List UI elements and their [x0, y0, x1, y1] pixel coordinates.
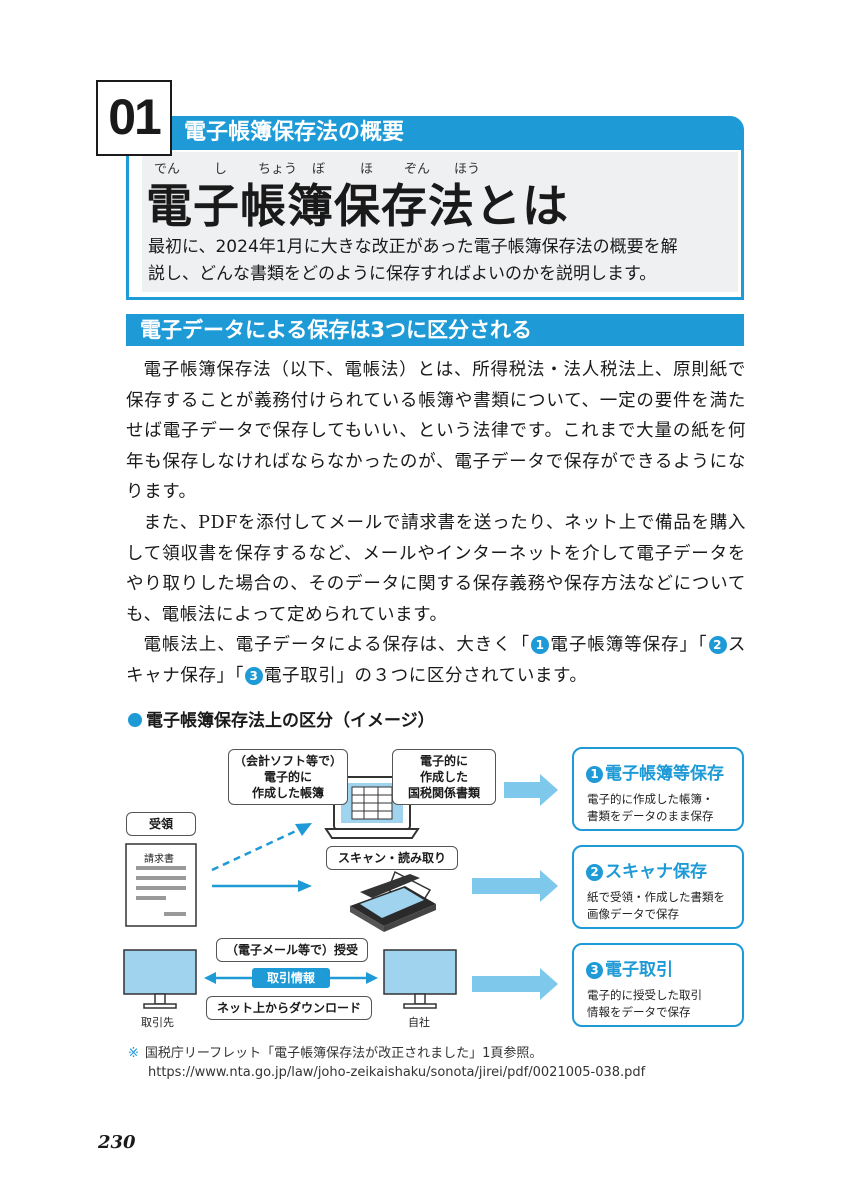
- page-number: 230: [98, 1132, 136, 1153]
- number-3-icon: 3: [586, 962, 603, 979]
- invoice-document-icon: [125, 843, 197, 927]
- number-3-badge: 3: [244, 666, 263, 685]
- scanner-icon: [350, 870, 436, 932]
- ruby-zon: ぞん: [404, 162, 431, 177]
- ruby-hou: ほう: [454, 162, 481, 177]
- laptop-icon: [324, 776, 420, 839]
- diagram-title: 電子帳簿保存法上の区分（イメージ）: [128, 706, 435, 731]
- number-1-badge: 1: [531, 636, 550, 655]
- number-2-icon: 2: [586, 864, 603, 881]
- partner-monitor-icon: [123, 949, 197, 1009]
- lead-line-2: 説し、どんな書類をどのように保存すればよいのかを説明します。: [148, 264, 657, 284]
- bullet-dot-icon: [128, 713, 142, 727]
- section-body: 電子帳簿保存法（以下、電帳法）とは、所得税法・法人税法上、原則紙で保存することが…: [126, 355, 746, 692]
- category-3-title: 電子取引: [605, 960, 673, 980]
- ruby-bo: ぼ: [312, 162, 326, 177]
- chapter-category: 電子帳簿保存法の概要: [184, 120, 405, 145]
- self-label: 自社: [408, 1016, 430, 1029]
- title-ruby: でん し ちょう ぼ ほ ぞん ほう: [150, 158, 590, 177]
- ruby-ho: ほ: [360, 162, 374, 177]
- chapter-category-bar: 電子帳簿保存法の概要: [170, 116, 741, 150]
- number-1-icon: 1: [586, 766, 603, 783]
- note-mark: ※: [128, 1046, 139, 1061]
- partner-label: 取引先: [141, 1016, 174, 1029]
- category-1-desc: 電子的に作成した帳簿・ 書類をデータのまま保存: [587, 792, 714, 823]
- footnote: ※ 国税庁リーフレット「電子帳簿保存法が改正されました」1頁参照。 https:/…: [128, 1044, 645, 1082]
- download-label: ネット上からダウンロード: [206, 996, 372, 1020]
- ruby-chou: ちょう: [258, 162, 298, 177]
- solid-arrow-icon: [212, 880, 312, 892]
- page-title: 電子帳簿保存法とは: [146, 179, 569, 233]
- p3-part-c: スキャナ保存」「: [126, 635, 746, 686]
- paragraph-1: 電子帳簿保存法（以下、電帳法）とは、所得税法・法人税法上、原則紙で保存することが…: [126, 360, 746, 503]
- lead-line-1: 最初に、2024年1月に大きな改正があった電子帳簿保存法の概要を解: [148, 237, 678, 257]
- chapter-lead: 最初に、2024年1月に大きな改正があった電子帳簿保存法の概要を解 説し、どんな…: [148, 234, 738, 288]
- category-1-title: 電子帳簿等保存: [605, 764, 724, 784]
- dashed-arrow-icon: [211, 823, 312, 872]
- invoice-title: 請求書: [144, 854, 174, 865]
- section-heading-bar: 電子データによる保存は3つに区分される: [126, 314, 744, 346]
- electronic-docs-label: 電子的に 作成した 国税関係書類: [392, 749, 496, 805]
- ruby-shi: し: [214, 162, 228, 177]
- block-arrow-2-icon: [472, 870, 558, 902]
- paragraph-2: また、PDFを添付してメールで請求書を送ったり、ネット上で備品を購入して領収書を…: [126, 512, 746, 625]
- chapter-number: 01: [96, 80, 172, 156]
- self-monitor-icon: [383, 949, 457, 1009]
- trade-info-label: 取引情報: [252, 968, 330, 988]
- category-2-desc: 紙で受領・作成した書類を 画像データで保存: [587, 890, 725, 921]
- chapter-title-panel: [142, 152, 738, 292]
- category-3-desc: 電子的に授受した取引 情報をデータで保存: [587, 988, 702, 1019]
- p3-part-b: 電子帳簿等保存」「: [550, 635, 708, 656]
- note-url[interactable]: https://www.nta.go.jp/law/joho-zeikaisha…: [148, 1065, 646, 1080]
- note-line-1: 国税庁リーフレット「電子帳簿保存法が改正されました」1頁参照。: [144, 1046, 543, 1061]
- number-2-badge: 2: [708, 636, 727, 655]
- p3-part-a: 電帳法上、電子データによる保存は、大きく「: [143, 635, 531, 656]
- scan-label: スキャン・読み取り: [326, 846, 458, 870]
- accounting-software-label: （会計ソフト等で） 電子的に 作成した帳簿: [228, 749, 348, 805]
- section-heading: 電子データによる保存は3つに区分される: [140, 318, 532, 342]
- p3-part-d: 電子取引」の３つに区分されています。: [263, 665, 588, 686]
- block-arrow-3-icon: [472, 968, 558, 1000]
- email-exchange-label: （電子メール等で）授受: [216, 938, 368, 962]
- ruby-den: でん: [154, 162, 181, 177]
- category-2-title: スキャナ保存: [605, 862, 707, 882]
- block-arrow-1-icon: [504, 774, 558, 806]
- received-label: 受領: [126, 812, 196, 836]
